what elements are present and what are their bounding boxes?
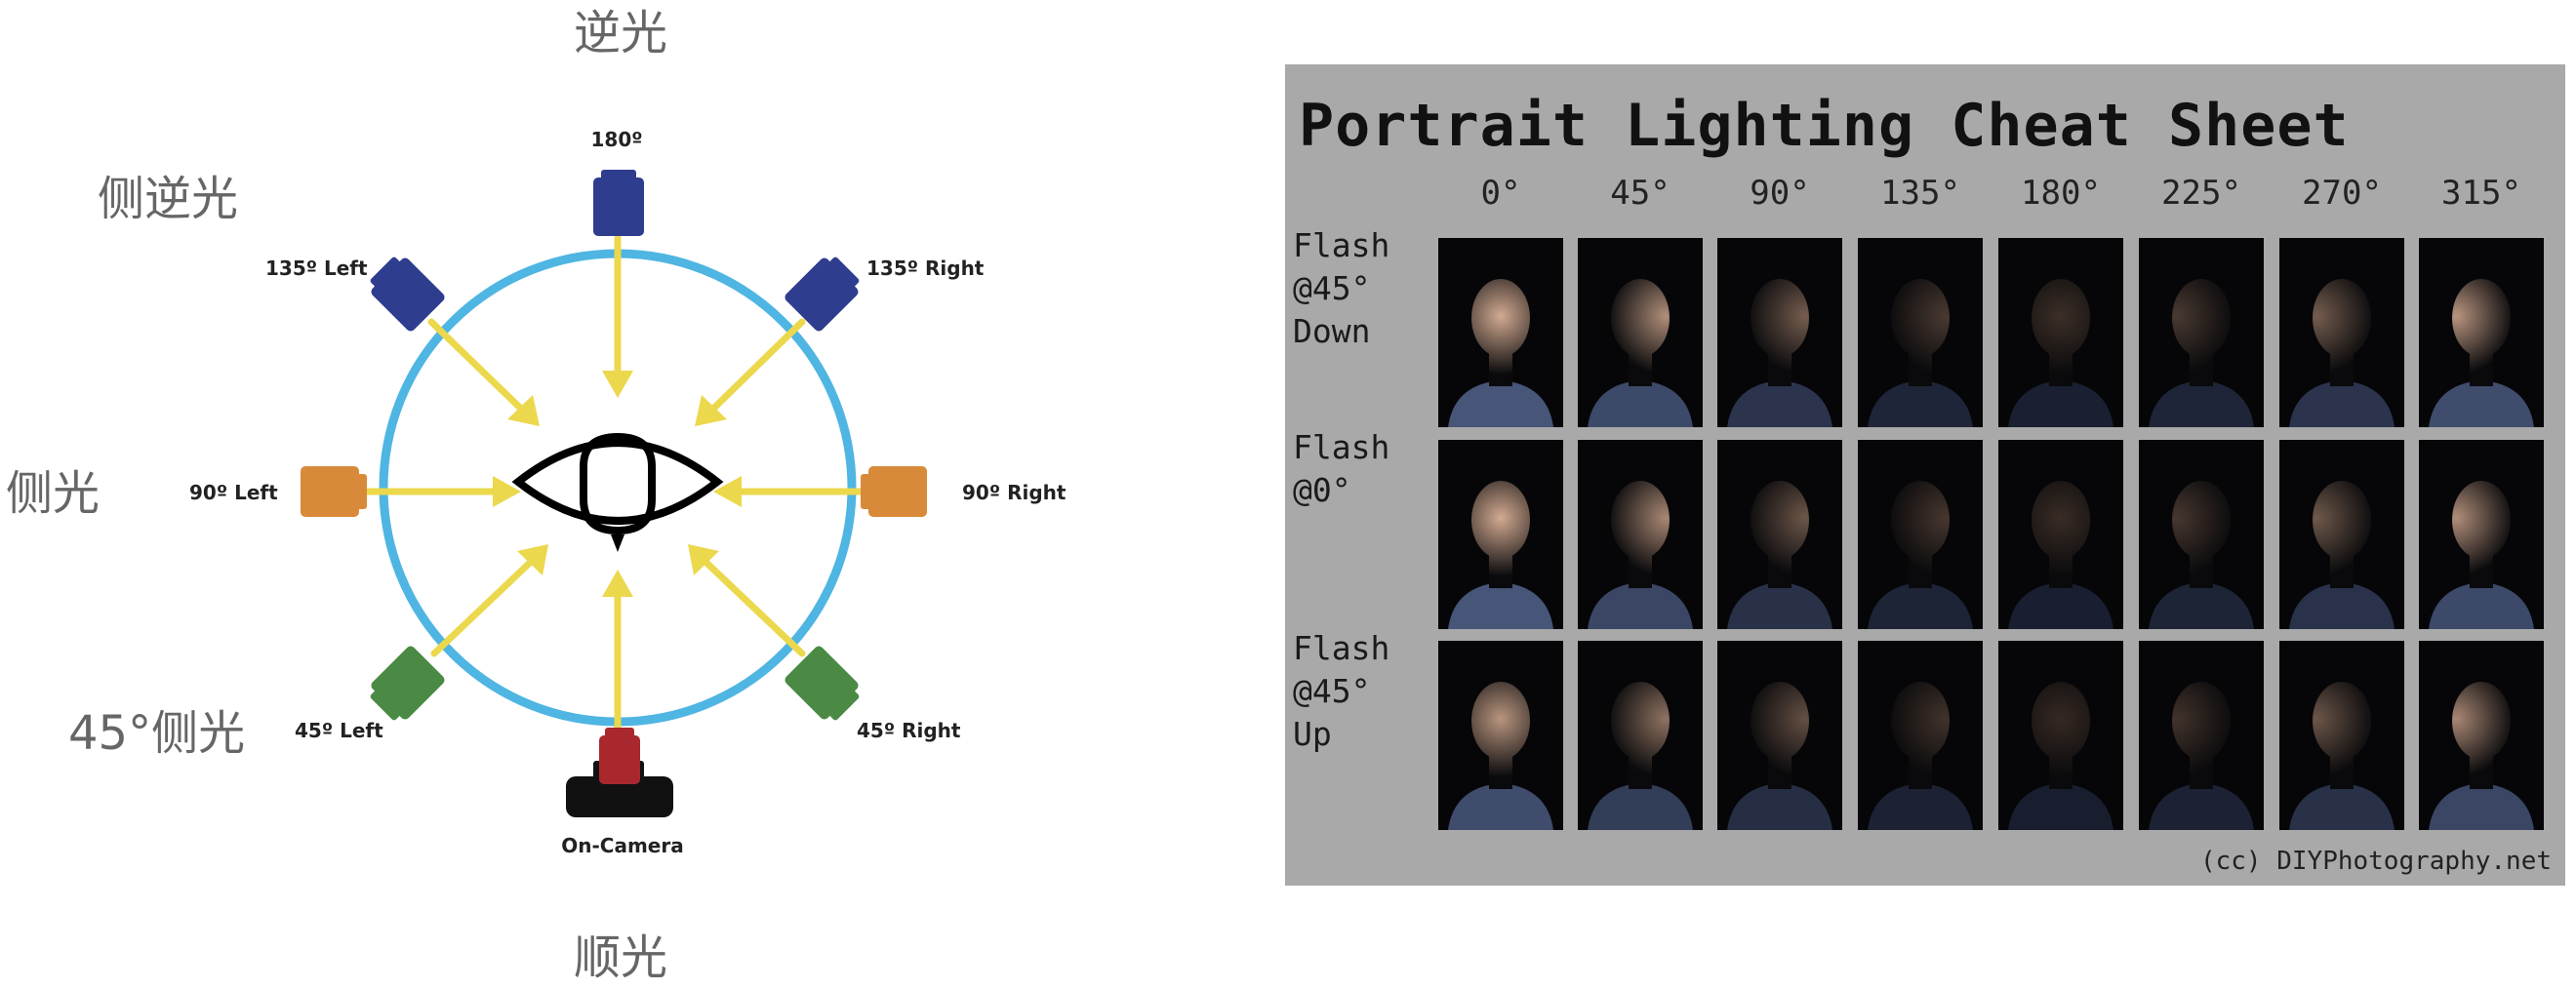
- portrait-photo: [2139, 238, 2264, 427]
- portrait-photo: [2279, 440, 2404, 629]
- cheat-sheet: Portrait Lighting Cheat Sheet 0° 45° 90° 13…: [1285, 64, 2565, 886]
- light-45-left-label: 45º Left: [295, 719, 383, 742]
- portrait-photo: [1578, 641, 1703, 830]
- arrow-45-left: [430, 557, 536, 657]
- portrait-photo: [2279, 641, 2404, 830]
- portrait-photo: [1717, 440, 1842, 629]
- row-label-flash-45-down: Flash @45° Down: [1293, 226, 1390, 350]
- light-arrows: [359, 234, 872, 733]
- portrait-photo: [2419, 440, 2544, 629]
- portrait-photo: [1998, 238, 2123, 427]
- arrow-90-right-head: [713, 476, 742, 507]
- light-180-label: 180º: [590, 128, 642, 151]
- portrait-photo: [2139, 440, 2264, 629]
- arrow-135-right-head: [695, 395, 727, 426]
- portrait-photo: [1578, 440, 1703, 629]
- angle-label: 180°: [2021, 174, 2101, 213]
- angle-label: 45°: [1610, 174, 1670, 213]
- label-front-light: 顺光: [574, 930, 667, 985]
- portrait-photo: [2419, 238, 2544, 427]
- cheat-sheet-title: Portrait Lighting Cheat Sheet: [1299, 92, 2350, 160]
- portrait-photo: [1858, 440, 1983, 629]
- label-side-light: 侧光: [6, 466, 100, 521]
- arrow-135-left-head: [507, 395, 540, 426]
- row-label-flash-45-up: Flash @45° Up: [1293, 629, 1390, 753]
- light-90-left-label: 90º Left: [189, 481, 278, 504]
- light-on-camera-label: On-Camera: [561, 834, 683, 857]
- light-90-right-label: 90º Right: [962, 481, 1067, 504]
- light-90-right: [861, 466, 927, 517]
- angle-label: 270°: [2302, 174, 2382, 213]
- light-180: 180º: [590, 128, 644, 236]
- angle-label: 225°: [2161, 174, 2241, 213]
- arrow-on-camera-head: [602, 570, 633, 597]
- light-135-right: [785, 257, 860, 332]
- angle-label: 135°: [1880, 174, 1960, 213]
- light-135-left: [370, 257, 445, 332]
- label-back-light: 逆光: [574, 6, 667, 60]
- portrait-photo: [1998, 440, 2123, 629]
- portrait-photo: [2419, 641, 2544, 830]
- light-135-right-label: 135º Right: [866, 257, 985, 280]
- arrow-45-left-head: [517, 544, 548, 575]
- portrait-photo: [1858, 238, 1983, 427]
- portrait-photo: [2279, 238, 2404, 427]
- portrait-photo: [1858, 641, 1983, 830]
- label-45-side-light: 45°侧光: [68, 706, 245, 761]
- light-45-left: [370, 646, 445, 721]
- portrait-photo: [1717, 641, 1842, 830]
- eye-icon: [511, 432, 724, 552]
- label-side-back-light: 侧逆光: [98, 172, 238, 226]
- arrow-180-head: [602, 371, 633, 398]
- light-135-left-label: 135º Left: [265, 257, 368, 280]
- lighting-diagram: 逆光 侧逆光 侧光 45°侧光 顺光 180º 135º: [6, 6, 1067, 985]
- arrow-45-right: [701, 557, 806, 657]
- portrait-photo: [1717, 238, 1842, 427]
- credit-text: (cc) DIYPhotography.net: [2199, 847, 2552, 876]
- angle-label: 315°: [2441, 174, 2521, 213]
- arrow-45-right-head: [688, 544, 719, 575]
- portrait-photo: [1578, 238, 1703, 427]
- portrait-photo: [1438, 641, 1563, 830]
- light-90-left: [301, 466, 367, 517]
- portrait-photo: [1438, 238, 1563, 427]
- arrow-135-right: [708, 318, 806, 414]
- light-45-right-label: 45º Right: [857, 719, 961, 742]
- camera-icon: [566, 728, 673, 817]
- arrow-135-left: [427, 318, 526, 414]
- portrait-photo: [1438, 440, 1563, 629]
- light-45-right: [785, 646, 860, 721]
- angle-label: 0°: [1480, 174, 1521, 213]
- portrait-photo: [2139, 641, 2264, 830]
- arrow-90-left-head: [493, 476, 521, 507]
- angle-label: 90°: [1750, 174, 1810, 213]
- row-label-flash-0: Flash @0°: [1293, 428, 1390, 509]
- portrait-photo: [1998, 641, 2123, 830]
